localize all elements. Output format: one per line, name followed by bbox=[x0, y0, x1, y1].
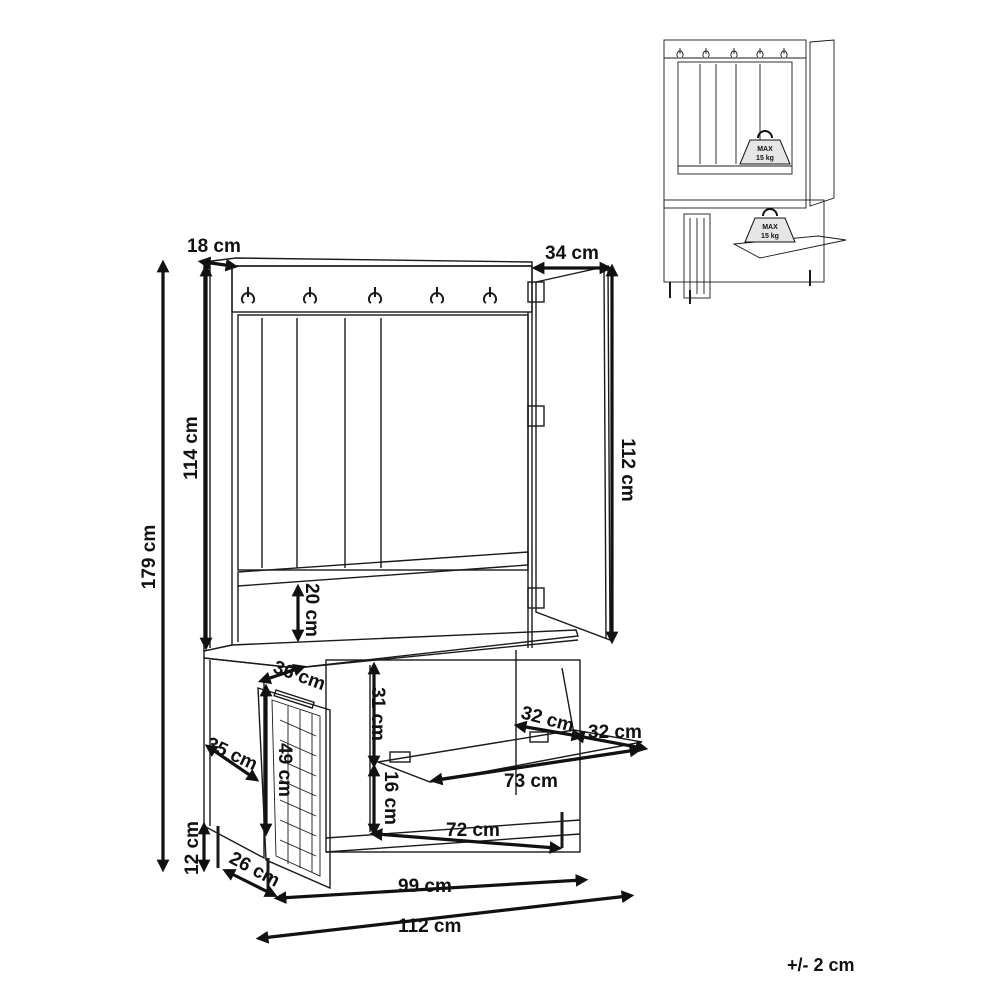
hook-icon bbox=[482, 287, 498, 304]
dim-label-total-width: 112 cm bbox=[398, 916, 461, 937]
hinge-icon bbox=[527, 281, 545, 303]
back-panel-slats bbox=[261, 318, 382, 568]
coat-hooks bbox=[240, 287, 498, 304]
door-hinges bbox=[527, 281, 545, 609]
bench-top bbox=[203, 629, 579, 669]
dim-label-shelf-width: 72 cm bbox=[446, 820, 500, 841]
dim-label-upper-height: 114 cm bbox=[181, 416, 202, 479]
weight-label-3: MAX bbox=[762, 224, 778, 231]
open-wardrobe-door bbox=[535, 265, 611, 642]
dim-label-total-height: 179 cm bbox=[139, 525, 160, 589]
dim-label-door-height: 112 cm bbox=[617, 438, 638, 501]
dim-label-cabinet-door-height: 49 cm bbox=[274, 743, 295, 797]
rattan-pattern bbox=[279, 706, 317, 872]
middle-shelf bbox=[237, 551, 529, 587]
dim-label-leg-height: 12 cm bbox=[182, 821, 203, 875]
thumbnail-hooks bbox=[676, 48, 788, 58]
flap-hinge-left bbox=[389, 751, 411, 763]
door-handle bbox=[273, 689, 315, 709]
back-panel bbox=[237, 314, 529, 571]
hinge-icon bbox=[527, 405, 545, 427]
thumbnail-rattan-door bbox=[683, 213, 711, 299]
thumbnail-drawing: MAX 15 kg MAX 15 kg bbox=[663, 39, 847, 304]
thumbnail-upper-frame bbox=[663, 39, 807, 209]
thumbnail-open-door bbox=[809, 39, 835, 207]
weight-label-2: 15 kg bbox=[756, 155, 774, 162]
hook-icon bbox=[240, 287, 256, 304]
hinge-icon bbox=[527, 587, 545, 609]
dim-label-side-depth: 36 cm bbox=[270, 657, 328, 695]
dim-label-bench-gap: 20 cm bbox=[301, 583, 322, 637]
weight-icon: MAX 15 kg bbox=[744, 208, 796, 243]
thumbnail-lower-cabinet bbox=[663, 199, 825, 283]
cabinet-drawing bbox=[203, 257, 643, 896]
weight-label-4: 15 kg bbox=[761, 233, 779, 240]
top-hook-rail bbox=[231, 265, 533, 313]
dim-label-shelf-height: 16 cm bbox=[380, 771, 401, 825]
dim-label-flap-width: 73 cm bbox=[504, 771, 558, 792]
hook-icon bbox=[429, 287, 445, 304]
dimension-arrows bbox=[156, 256, 649, 944]
weight-label-1: MAX bbox=[757, 146, 773, 153]
tolerance-note: +/- 2 cm bbox=[787, 955, 855, 975]
dim-label-door-width: 34 cm bbox=[545, 243, 599, 264]
dim-label-side-depth-lower: 35 cm bbox=[203, 733, 261, 775]
weight-icon: MAX 15 kg bbox=[739, 130, 791, 165]
dim-label-inner-width-bottom: 99 cm bbox=[398, 876, 452, 897]
hook-icon bbox=[302, 287, 318, 304]
dim-label-drawer-height: 31 cm bbox=[367, 687, 388, 741]
dim-label-flap-depth-right: 32 cm bbox=[588, 722, 642, 743]
hook-icon bbox=[367, 287, 383, 304]
left-side-panel bbox=[203, 261, 233, 652]
dim-label-depth-top: 18 cm bbox=[187, 236, 241, 257]
